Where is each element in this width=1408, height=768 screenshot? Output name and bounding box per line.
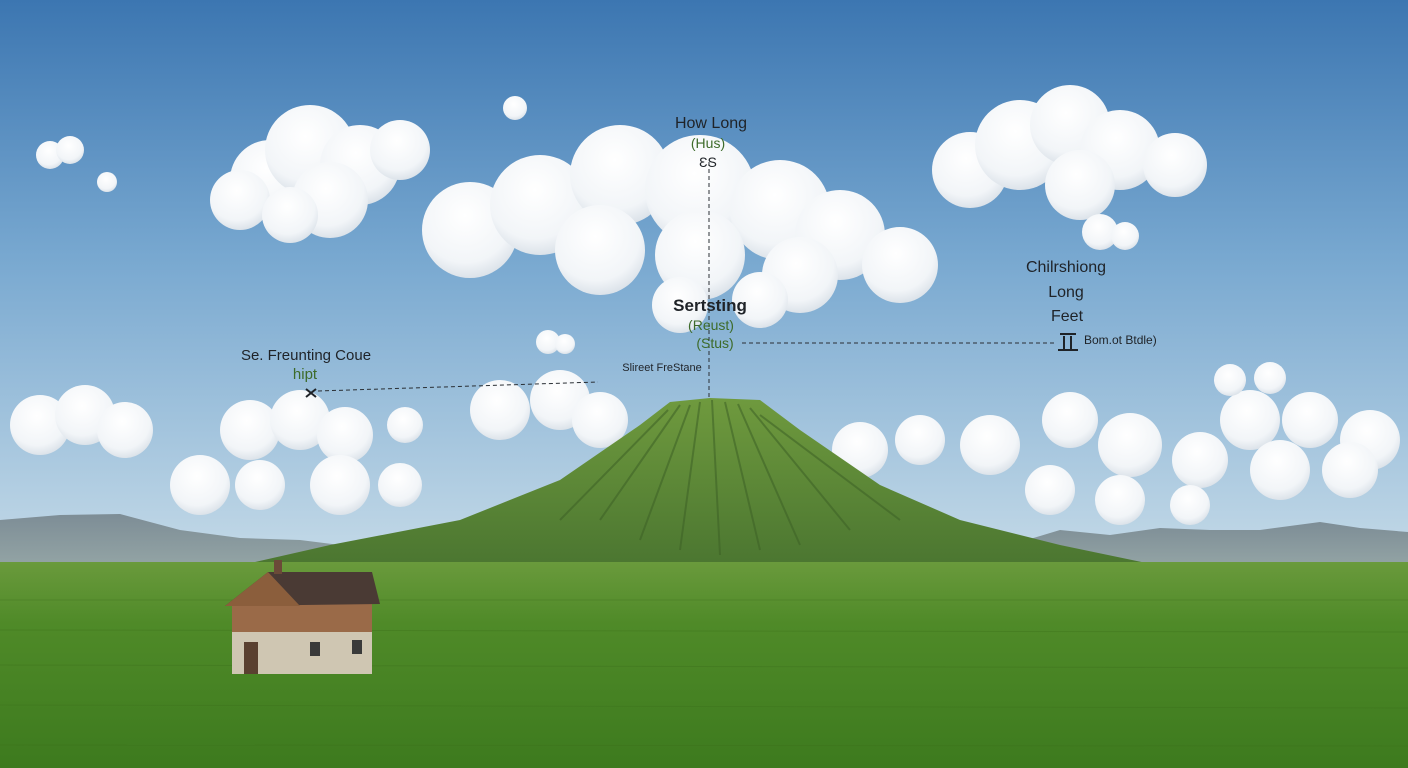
mountain-ridges <box>559 399 901 556</box>
top-annotation-sub: (Hus) <box>690 135 726 151</box>
cloud-center <box>422 125 938 333</box>
left-annotation-sub: hipt <box>292 366 318 383</box>
center-annotation-note: Slireet FreStane <box>622 362 702 374</box>
right-annotation-line2: Long <box>1048 284 1084 301</box>
caret-marker-icon: ƐS <box>699 154 717 170</box>
cloud-mid-left <box>10 370 628 515</box>
center-annotation-sub2: (Stus) <box>696 335 734 351</box>
cloud-top-left <box>210 105 430 243</box>
center-annotation-title: Sertsting <box>673 296 747 315</box>
right-annotation-line1: Chilrshiong <box>1025 259 1107 276</box>
mountain <box>220 398 1180 570</box>
cloud-top-right <box>932 85 1207 250</box>
far-mountains-left <box>0 514 340 570</box>
center-annotation-sub1: (Reust) <box>688 317 734 333</box>
cloud-small-left <box>36 96 575 354</box>
left-annotation-title: Se. Freunting Coue <box>240 347 372 364</box>
right-annotation-note: Bom.ot Btdle) <box>1084 333 1157 347</box>
house <box>225 560 380 674</box>
cloud-mid-right <box>832 362 1400 525</box>
leader-lines <box>317 162 1056 398</box>
right-annotation-line3: Feet <box>1050 308 1084 325</box>
top-annotation-title: How Long <box>674 115 748 132</box>
cross-marker-icon <box>305 388 317 398</box>
flag-marker-icon <box>1058 333 1078 351</box>
